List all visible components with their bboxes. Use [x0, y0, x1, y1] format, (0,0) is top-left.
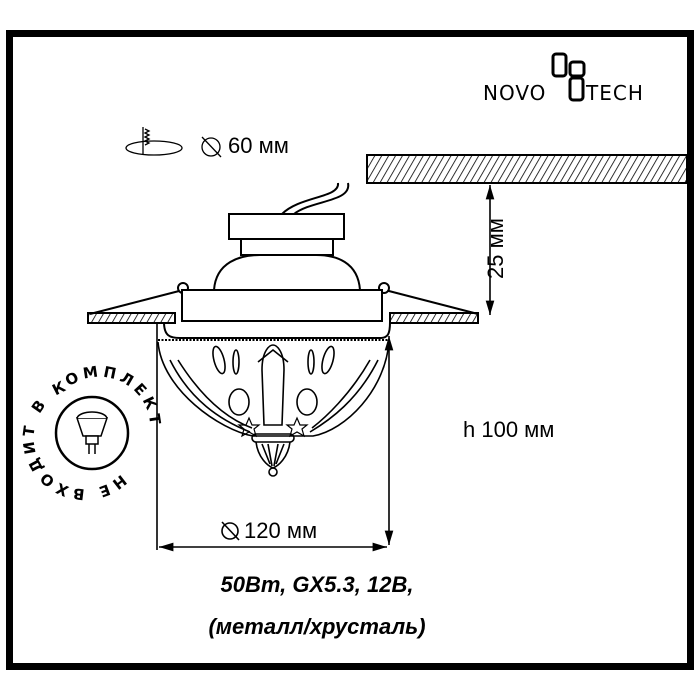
bulb-icon: [75, 411, 109, 454]
bulb-not-included-badge: НЕ ВХОДИТ В КОМПЛЕКТ: [20, 362, 164, 503]
height-label: h 100 мм: [463, 417, 555, 442]
diameter-label: 120 мм: [244, 518, 318, 543]
cable: [281, 182, 350, 215]
ceiling-depth-label: 25 мм: [483, 218, 508, 279]
svg-text:NOVO: NOVO: [483, 81, 546, 105]
ceiling-slab: [366, 154, 688, 184]
diameter-icon: [201, 136, 222, 158]
brand-logo: NOVO TECH: [483, 52, 644, 105]
svg-text:TECH: TECH: [585, 81, 644, 105]
spec-line-1: 50Вт, GX5.3, 12В,: [220, 572, 414, 597]
cutout-diameter-label: 60 мм: [228, 133, 289, 158]
spring-clips: [89, 282, 479, 315]
crystal-shade: [157, 339, 390, 477]
mounting-ring: [181, 289, 383, 322]
lamp-housing: [212, 213, 362, 291]
spec-line-2: (металл/хрусталь): [208, 614, 426, 639]
ceiling-panel-left: [87, 312, 176, 324]
diagram-frame: [6, 30, 694, 670]
ceiling-panel-right: [389, 312, 479, 324]
hole-saw-icon: [125, 127, 183, 156]
dimension-lines: [156, 185, 495, 552]
